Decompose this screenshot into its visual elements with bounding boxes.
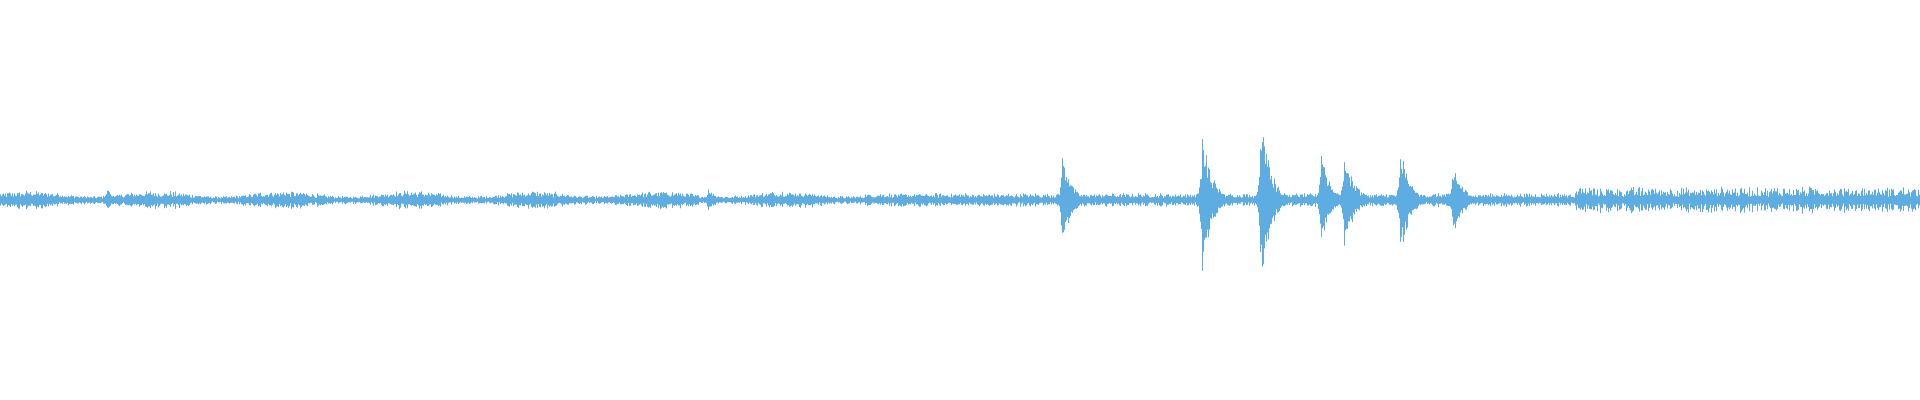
waveform-trace bbox=[0, 137, 1920, 271]
